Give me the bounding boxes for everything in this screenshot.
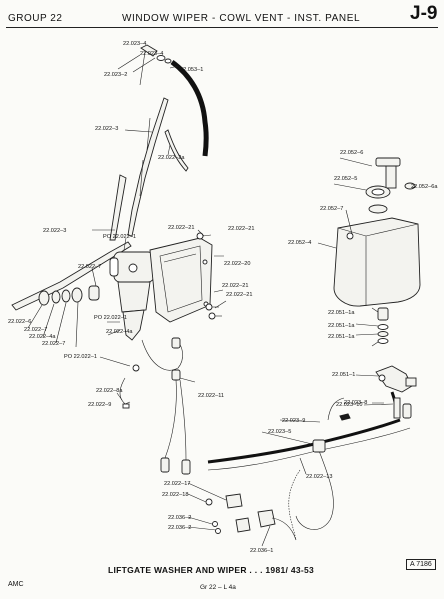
callout: 22.051–1a [328,323,355,329]
callout: 22.022–2a [158,155,185,161]
wiper-arm [11,174,132,311]
wiper-motor [109,251,155,341]
arm-pivot-washers [38,285,100,306]
leader-lines [27,51,417,547]
lower-harness [207,397,412,541]
callout: 22.052–7 [320,206,343,212]
callout: 22.023–2 [104,72,127,78]
callout: 22.022–21 [228,226,254,232]
diagram-caption: LIFTGATE WASHER AND WIPER . . . 1981/ 43… [108,565,315,575]
callout: PO 22.022–1 [64,354,97,360]
callout: 22.023–5 [268,429,291,435]
callout: 22.022–21 [222,283,248,289]
callout: 22.051–1a [328,334,355,340]
callout: 22.023–8 [344,400,367,406]
washer-cap [365,157,416,214]
callout: 22.022–4a [106,329,133,335]
washer-nozzle [140,44,172,64]
callout: 22.022–7 [24,327,47,333]
callout-labels: 22.023–4 22.023–4 22.053–1 22.023–2 22.0… [8,41,438,554]
header-rule [6,27,438,28]
callout: 22.052–6a [411,184,438,190]
footer-reference: Gr 22 – L 4a [200,584,236,591]
callout: 22.053–1 [180,67,203,73]
footer-brand: AMC [8,581,24,588]
callout: 22.023–10 [336,402,362,408]
callout: 22.022–21 [168,225,194,231]
callout: 22.052–5 [334,176,357,182]
group-label: GROUP 22 [8,13,63,24]
callout: 22.036–2 [168,525,191,531]
callout: 22.022–3 [95,126,118,132]
callout: 22.022–7 [42,341,65,347]
callout: 22.022–7 [78,264,101,270]
callout: 22.022–17 [164,481,190,487]
callout: 22.022–8a [96,388,123,394]
motor-housing [149,237,213,323]
callout: 22.022–6 [8,319,31,325]
callout: 22.022–18 [162,492,188,498]
callout: 22.023–4 [123,41,146,47]
callout: 22.022–3 [43,228,66,234]
figure-number: A 7186 [406,559,436,570]
callout: PO 22.022–1 [103,234,136,240]
motor-harness [119,337,191,475]
liftgate-switch [205,493,297,541]
callout: 22.023–9 [282,418,305,424]
callout: 22.022–20 [224,261,250,267]
callout: 22.022–4a [29,334,56,340]
washer-hose [170,59,209,157]
callout: 22.022–11 [198,393,224,399]
callout: 22.022–9 [88,402,111,408]
callout: 22.036–1 [250,548,273,554]
callout: 22.051–1a [328,310,355,316]
callout: 22.036–2 [168,515,191,521]
callout: 22.022–13 [306,474,332,480]
page-title: WINDOW WIPER - COWL VENT - INST. PANEL [122,13,361,24]
pump-fittings [375,307,417,393]
callout: 22.052–4 [288,240,311,246]
callout: 22.022–21 [226,292,252,298]
callout: PO 22.022–1 [94,315,127,321]
wiper-blade [127,97,189,237]
callout: 22.051–1 [332,372,355,378]
pump-hose [390,391,401,419]
page-id: J-9 [410,3,438,24]
washer-reservoir [333,217,421,307]
callout: 22.052–6 [340,150,363,156]
callout: 22.023–4 [140,51,163,57]
motor-screws [132,232,222,372]
